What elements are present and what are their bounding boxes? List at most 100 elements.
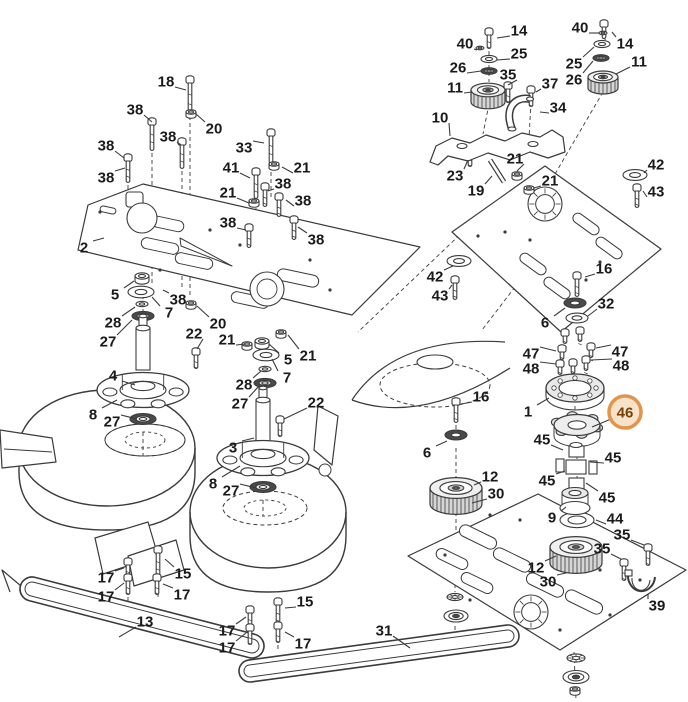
part-label-33: 33 <box>236 140 253 157</box>
leader-line-37 <box>535 88 542 93</box>
part-label-48: 48 <box>613 358 630 375</box>
part-label-38: 38 <box>170 292 187 309</box>
part-label-26: 26 <box>566 72 583 89</box>
leader-line-6 <box>553 307 566 317</box>
leader-line-21 <box>516 163 525 172</box>
part-label-21: 21 <box>542 173 559 190</box>
leader-line-45 <box>555 470 566 475</box>
part-label-38: 38 <box>275 176 292 193</box>
leader-line-17 <box>114 567 125 572</box>
leader-line-35 <box>630 539 645 546</box>
leader-line-26 <box>466 70 482 74</box>
part-label-4: 4 <box>109 368 118 385</box>
part-label-17: 17 <box>295 636 312 653</box>
leader-line-18 <box>174 86 187 91</box>
part-label-43: 43 <box>432 288 449 305</box>
part-label-43: 43 <box>648 184 665 201</box>
leader-line-5 <box>268 343 280 354</box>
part-label-20: 20 <box>210 316 227 333</box>
leader-line-14 <box>496 35 511 39</box>
leader-line-12 <box>473 481 482 486</box>
part-label-45: 45 <box>539 473 556 490</box>
leader-line-11 <box>615 66 631 75</box>
part-label-42: 42 <box>648 157 665 174</box>
part-label-21: 21 <box>219 332 236 349</box>
leader-line-42 <box>643 169 648 174</box>
part-label-14: 14 <box>511 23 528 40</box>
leader-line-27 <box>239 483 257 489</box>
leader-lines <box>92 31 649 649</box>
part-label-45: 45 <box>605 450 622 467</box>
leader-line-4 <box>121 380 136 386</box>
part-label-38: 38 <box>295 193 312 210</box>
part-label-17: 17 <box>98 589 115 606</box>
leader-line-2 <box>92 237 105 242</box>
part-label-9: 9 <box>548 510 556 527</box>
part-label-1: 1 <box>524 404 532 421</box>
leader-line-21 <box>236 197 250 204</box>
part-label-11: 11 <box>447 80 463 97</box>
part-label-17: 17 <box>98 570 115 587</box>
part-label-2: 2 <box>80 240 88 257</box>
leader-line-40 <box>473 48 478 51</box>
leader-line-17 <box>284 631 295 638</box>
part-label-25: 25 <box>566 56 583 73</box>
part-label-16: 16 <box>473 389 490 406</box>
part-label-30: 30 <box>540 574 557 591</box>
line-art <box>0 19 687 701</box>
leader-line-3 <box>241 437 255 442</box>
leader-line-12 <box>544 555 557 562</box>
leader-line-43 <box>448 284 453 290</box>
leader-line-26 <box>582 60 594 74</box>
leader-line-38 <box>114 150 125 159</box>
part-label-21: 21 <box>507 151 524 168</box>
part-label-35: 35 <box>614 527 631 544</box>
part-label-31: 31 <box>376 623 393 640</box>
leader-line-20 <box>195 113 206 123</box>
part-label-19: 19 <box>468 183 485 200</box>
leader-line-11 <box>463 91 473 94</box>
leader-line-47 <box>595 344 612 349</box>
leader-line-22 <box>283 407 308 420</box>
leader-line-25 <box>496 58 511 61</box>
leader-line-27 <box>120 414 138 420</box>
leader-line-17 <box>162 583 174 589</box>
leader-line-6 <box>435 440 448 447</box>
part-label-28: 28 <box>105 315 122 332</box>
part-label-34: 34 <box>550 100 567 117</box>
part-label-22: 22 <box>186 326 203 343</box>
part-label-15: 15 <box>297 594 314 611</box>
part-label-21: 21 <box>220 185 237 202</box>
selected-part-hotspot[interactable] <box>607 394 643 430</box>
leader-line-48 <box>539 361 557 365</box>
leader-line-43 <box>642 190 648 198</box>
leader-line-17 <box>235 632 247 642</box>
part-label-10: 10 <box>432 110 449 127</box>
part-label-35: 35 <box>500 67 517 84</box>
leader-line-15 <box>284 606 297 609</box>
part-label-12: 12 <box>528 560 545 577</box>
part-label-16: 16 <box>596 261 613 278</box>
part-label-30: 30 <box>488 486 505 503</box>
part-label-38: 38 <box>308 232 325 249</box>
part-label-20: 20 <box>206 121 223 138</box>
part-label-48: 48 <box>523 361 540 378</box>
part-label-40: 40 <box>457 36 474 53</box>
leader-line-38 <box>297 226 308 234</box>
leader-line-27 <box>116 319 133 336</box>
leader-line-16 <box>460 401 473 405</box>
part-label-46[interactable]: 46 <box>617 405 634 422</box>
leader-line-38 <box>236 227 247 231</box>
part-label-15: 15 <box>175 566 192 583</box>
leader-line-45 <box>589 461 605 464</box>
leader-line-8 <box>101 399 118 409</box>
part-label-21: 21 <box>300 348 317 365</box>
leader-line-47 <box>539 346 557 352</box>
part-label-27: 27 <box>100 334 117 351</box>
part-label-12: 12 <box>482 469 499 486</box>
leader-line-21 <box>281 166 294 174</box>
leader-line-27 <box>248 385 260 398</box>
leader-line-5 <box>123 280 135 289</box>
part-label-25: 25 <box>511 46 528 63</box>
leader-line-34 <box>539 111 550 114</box>
